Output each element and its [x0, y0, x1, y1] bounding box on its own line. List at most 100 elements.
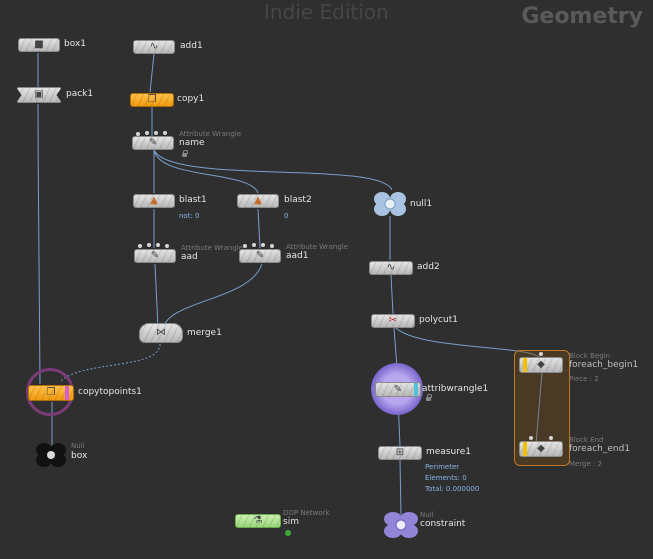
edition-watermark: Indie Edition — [264, 0, 389, 24]
node-sim-body[interactable]: ⚗ — [235, 514, 281, 528]
node-foreach-end1-body[interactable]: ◆ — [519, 441, 563, 457]
node-pack1-body[interactable]: ▣ — [16, 87, 62, 103]
input-dot[interactable] — [145, 131, 149, 135]
node-attribwrangle1-body[interactable]: ✎ — [375, 382, 421, 397]
input-dot[interactable] — [261, 243, 265, 247]
node-blast1-info: not: 0 — [179, 212, 200, 220]
lock-icon — [426, 394, 432, 401]
wire-name-null1 — [153, 149, 393, 191]
wire-merge1-copytopoints1 — [59, 343, 161, 383]
input-dot[interactable] — [549, 436, 553, 440]
wrangle-icon: ✎ — [148, 137, 158, 148]
node-add2-body[interactable]: ∿ — [369, 261, 413, 275]
wrangle-icon: ✎ — [393, 383, 403, 395]
wire-measure1-constraint — [399, 459, 402, 516]
node-add2-label: add2 — [417, 262, 440, 272]
wrangle-icon: ✎ — [255, 250, 265, 261]
copy-icon: ❐ — [147, 94, 157, 105]
wire-add2-polycut1 — [390, 274, 394, 315]
input-dot[interactable] — [156, 243, 160, 247]
box-icon: ■ — [34, 39, 44, 50]
node-add1-label: add1 — [180, 41, 203, 51]
wire-foreach-begin1-end1 — [535, 371, 543, 445]
node-box1-label: box1 — [64, 39, 86, 49]
node-merge1-label: merge1 — [187, 328, 222, 338]
dop-icon: ⚗ — [253, 515, 263, 526]
node-foreach-begin1-label: foreach_begin1 — [569, 360, 639, 370]
node-copy1-label: copy1 — [177, 94, 205, 104]
node-constraint-type: Null — [420, 511, 434, 519]
node-foreach-end1-info: Merge : 2 — [569, 460, 603, 468]
node-aad1-body[interactable]: ✎ — [239, 249, 281, 263]
node-name-type: Attribute Wrangle — [179, 130, 242, 138]
pack-icon: ▣ — [34, 89, 44, 100]
input-dot[interactable] — [529, 436, 533, 440]
input-dot[interactable] — [252, 243, 256, 247]
wrangle-icon: ✎ — [150, 250, 160, 261]
node-blast2-body[interactable]: ▲ — [237, 194, 279, 208]
input-dot[interactable] — [270, 244, 274, 248]
input-dot[interactable] — [138, 244, 142, 248]
wire-polycut1-foreach-begin1 — [395, 327, 541, 359]
node-attribwrangle1-label: attribwrangle1 — [422, 384, 489, 394]
blast-icon: ▲ — [254, 195, 262, 206]
network-context-label: Geometry — [521, 4, 643, 29]
node-measure1-info-1: Elements: 0 — [425, 474, 467, 482]
merge-icon: ⋈ — [156, 327, 166, 338]
node-aad-label: aad — [181, 252, 198, 262]
node-null1-body[interactable] — [374, 191, 406, 217]
wire-aad1-merge1 — [162, 263, 263, 329]
node-null1-label: null1 — [410, 199, 433, 209]
node-polycut1-body[interactable]: ✂ — [371, 314, 415, 328]
wire-add1-copy1 — [149, 53, 155, 93]
block-end-icon: ◆ — [537, 443, 545, 454]
wire-pack1-copytopoints1 — [37, 103, 41, 385]
node-add1-body[interactable]: ∿ — [133, 40, 175, 54]
node-copy1-body[interactable]: ❐ — [130, 93, 174, 107]
node-pack1-label: pack1 — [66, 89, 94, 99]
node-blast2-label: blast2 — [284, 195, 312, 205]
node-measure1-info-0: Perimeter — [425, 463, 460, 471]
node-aad1-type: Attribute Wrangle — [286, 243, 349, 251]
block-begin-icon: ◆ — [537, 359, 545, 370]
node-blast1-body[interactable]: ▲ — [133, 194, 175, 208]
node-foreach-begin1-info: Piece : 2 — [569, 375, 599, 383]
input-dot[interactable] — [147, 243, 151, 247]
node-box-null-label: box — [71, 451, 88, 461]
node-box1-body[interactable]: ■ — [18, 38, 60, 52]
add-curve-icon: ∿ — [149, 41, 159, 52]
add-curve-icon: ∿ — [386, 262, 396, 273]
node-aad-body[interactable]: ✎ — [134, 249, 176, 263]
node-aad-type: Attribute Wrangle — [181, 244, 244, 252]
input-dot[interactable] — [136, 132, 140, 136]
node-sim-label: sim — [283, 517, 299, 527]
polycut-icon: ✂ — [388, 315, 398, 326]
node-copytopoints1-label: copytopoints1 — [78, 387, 142, 397]
lock-icon — [182, 150, 188, 157]
node-measure1-body[interactable]: ⊞ — [378, 446, 422, 460]
node-foreach-begin1-type: Block Begin — [569, 352, 611, 360]
node-polycut1-label: polycut1 — [419, 315, 458, 325]
input-dot[interactable] — [539, 352, 543, 356]
node-constraint-body[interactable] — [384, 511, 418, 539]
measure-icon: ⊞ — [395, 447, 405, 458]
input-dot[interactable] — [243, 244, 247, 248]
wire-blast2-aad1 — [257, 208, 261, 249]
node-box-null-type: Null — [71, 442, 85, 450]
input-dot[interactable] — [154, 131, 158, 135]
node-name-body[interactable]: ✎ — [132, 136, 174, 150]
node-foreach-end1-type: Block End — [569, 436, 604, 444]
input-dot[interactable] — [163, 131, 167, 135]
node-foreach-begin1-body[interactable]: ◆ — [519, 357, 563, 373]
node-box-null-body[interactable] — [36, 442, 66, 468]
input-dot[interactable] — [165, 244, 169, 248]
null-icon — [36, 443, 66, 467]
node-merge1-body[interactable]: ⋈ — [139, 323, 183, 343]
blast-icon: ▲ — [150, 195, 158, 206]
node-aad1-label: aad1 — [286, 251, 309, 261]
wire-aad-merge1 — [154, 263, 159, 329]
node-copytopoints1-body[interactable]: ❐ — [28, 385, 74, 401]
node-name-label: name — [179, 138, 205, 148]
